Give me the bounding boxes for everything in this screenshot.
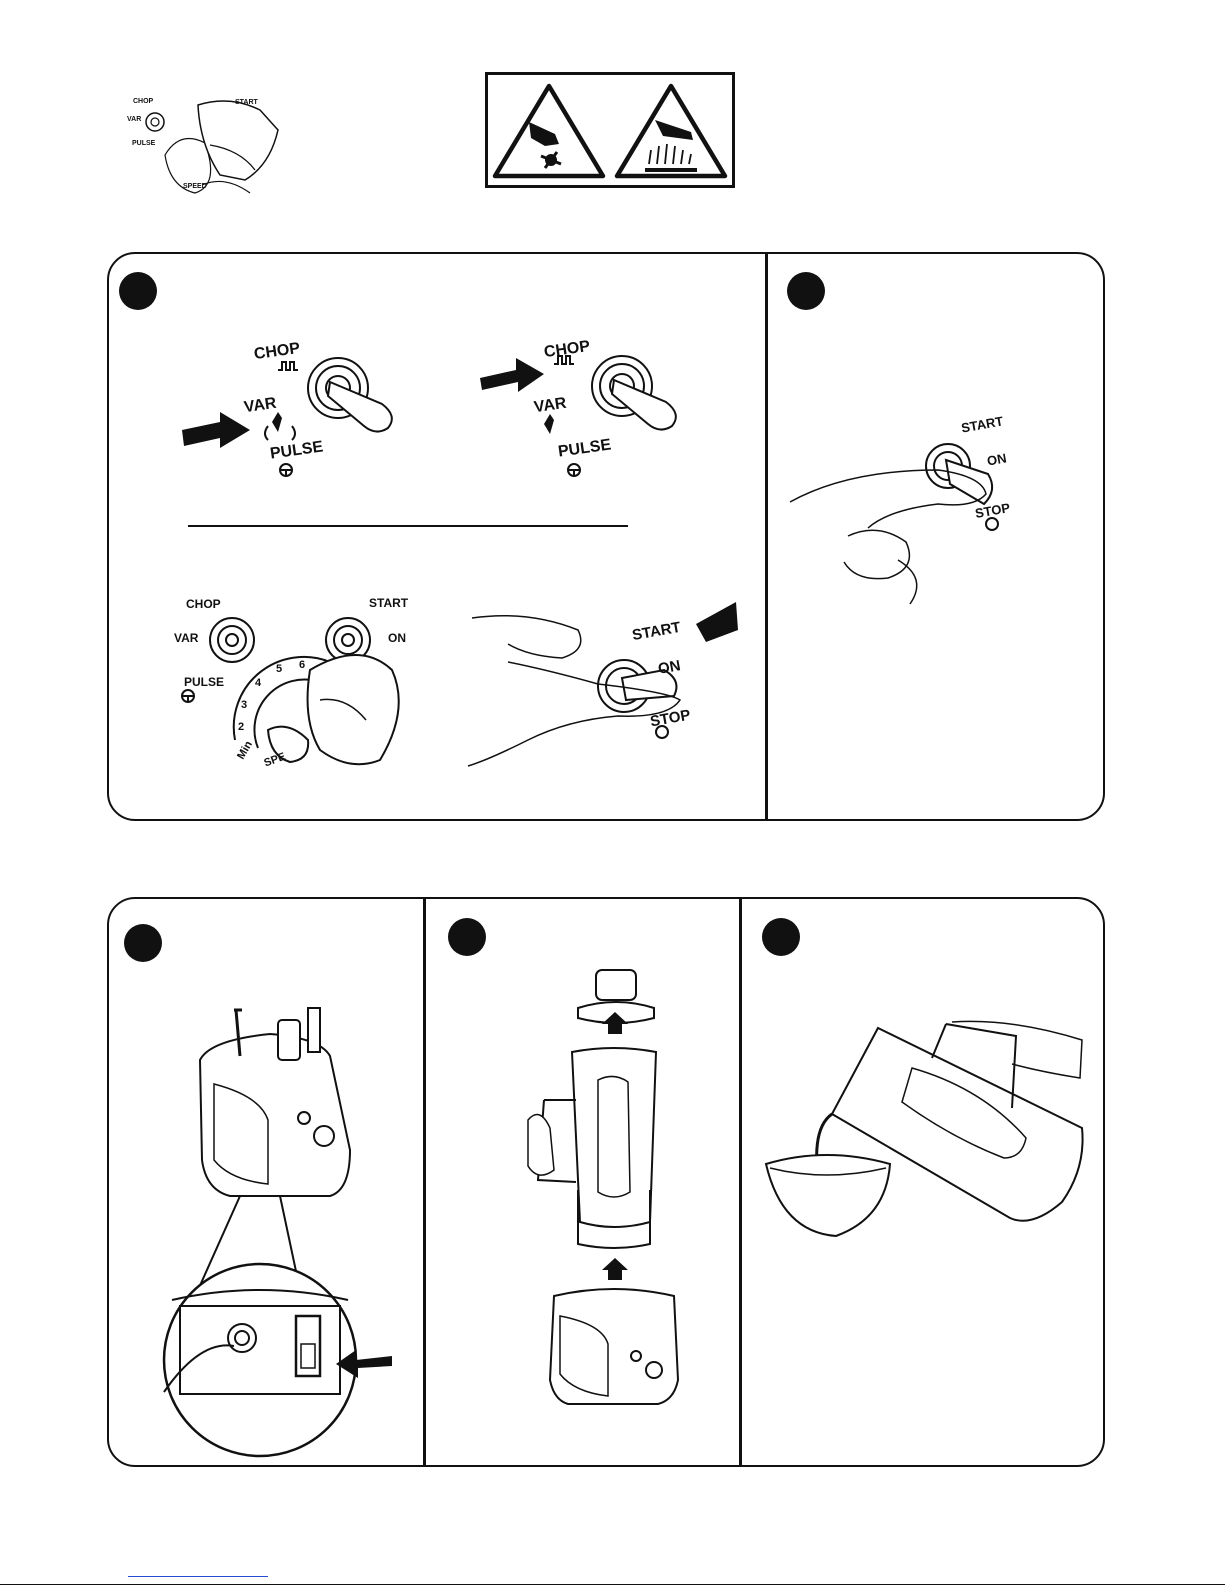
dial-chop-label: CHOP	[186, 598, 221, 610]
dial-speed-6-label: 6	[299, 660, 305, 671]
dial-start-label: START	[369, 597, 408, 609]
arrow-right-icon	[480, 358, 544, 392]
dial-speed-5-label: 5	[276, 664, 282, 675]
thumb-pulse-label: PULSE	[132, 140, 155, 147]
speed-dial-illustration	[170, 600, 430, 780]
thumb-start-label: START	[235, 99, 258, 106]
dial-on-label: ON	[388, 632, 406, 644]
step-marker-e	[762, 918, 800, 956]
dial-speed-2-label: 2	[238, 722, 244, 733]
pouring-illustration	[762, 1018, 1092, 1258]
blender-base-power-switch-illustration	[150, 1000, 410, 1460]
bottom-link-underline	[128, 1576, 268, 1577]
start-switch-hand-illustration	[468, 600, 758, 780]
step-marker-c	[124, 924, 162, 962]
var-toggle-illustration	[180, 330, 440, 490]
step-marker-a	[119, 272, 157, 310]
dial-speed-4-label: 4	[255, 678, 261, 689]
section-separator-line	[188, 525, 628, 527]
chop-toggle-illustration	[478, 328, 718, 488]
thumb-var-label: VAR	[127, 116, 141, 123]
bottom-panel-divider-2	[739, 898, 742, 1466]
jar-assembly-illustration	[498, 960, 718, 1420]
step-marker-d	[448, 918, 486, 956]
step-marker-b	[787, 272, 825, 310]
top-panel-divider	[765, 253, 768, 820]
bottom-panel-divider-1	[423, 898, 426, 1466]
dial-var-label: VAR	[174, 632, 198, 644]
arrow-up-icon	[602, 1258, 628, 1280]
panel-b-on-label: ON	[986, 451, 1007, 467]
dial-speed-3-label: 3	[241, 700, 247, 711]
warning-frame	[485, 72, 735, 188]
thumb-chop-label: CHOP	[133, 98, 153, 105]
arrow-right-icon	[182, 412, 250, 448]
thumb-speed-label: SPEED	[183, 183, 207, 190]
arrow-left-icon	[696, 602, 738, 642]
start-a-on-label: ON	[657, 658, 682, 677]
dial-pulse-label: PULSE	[184, 676, 224, 688]
